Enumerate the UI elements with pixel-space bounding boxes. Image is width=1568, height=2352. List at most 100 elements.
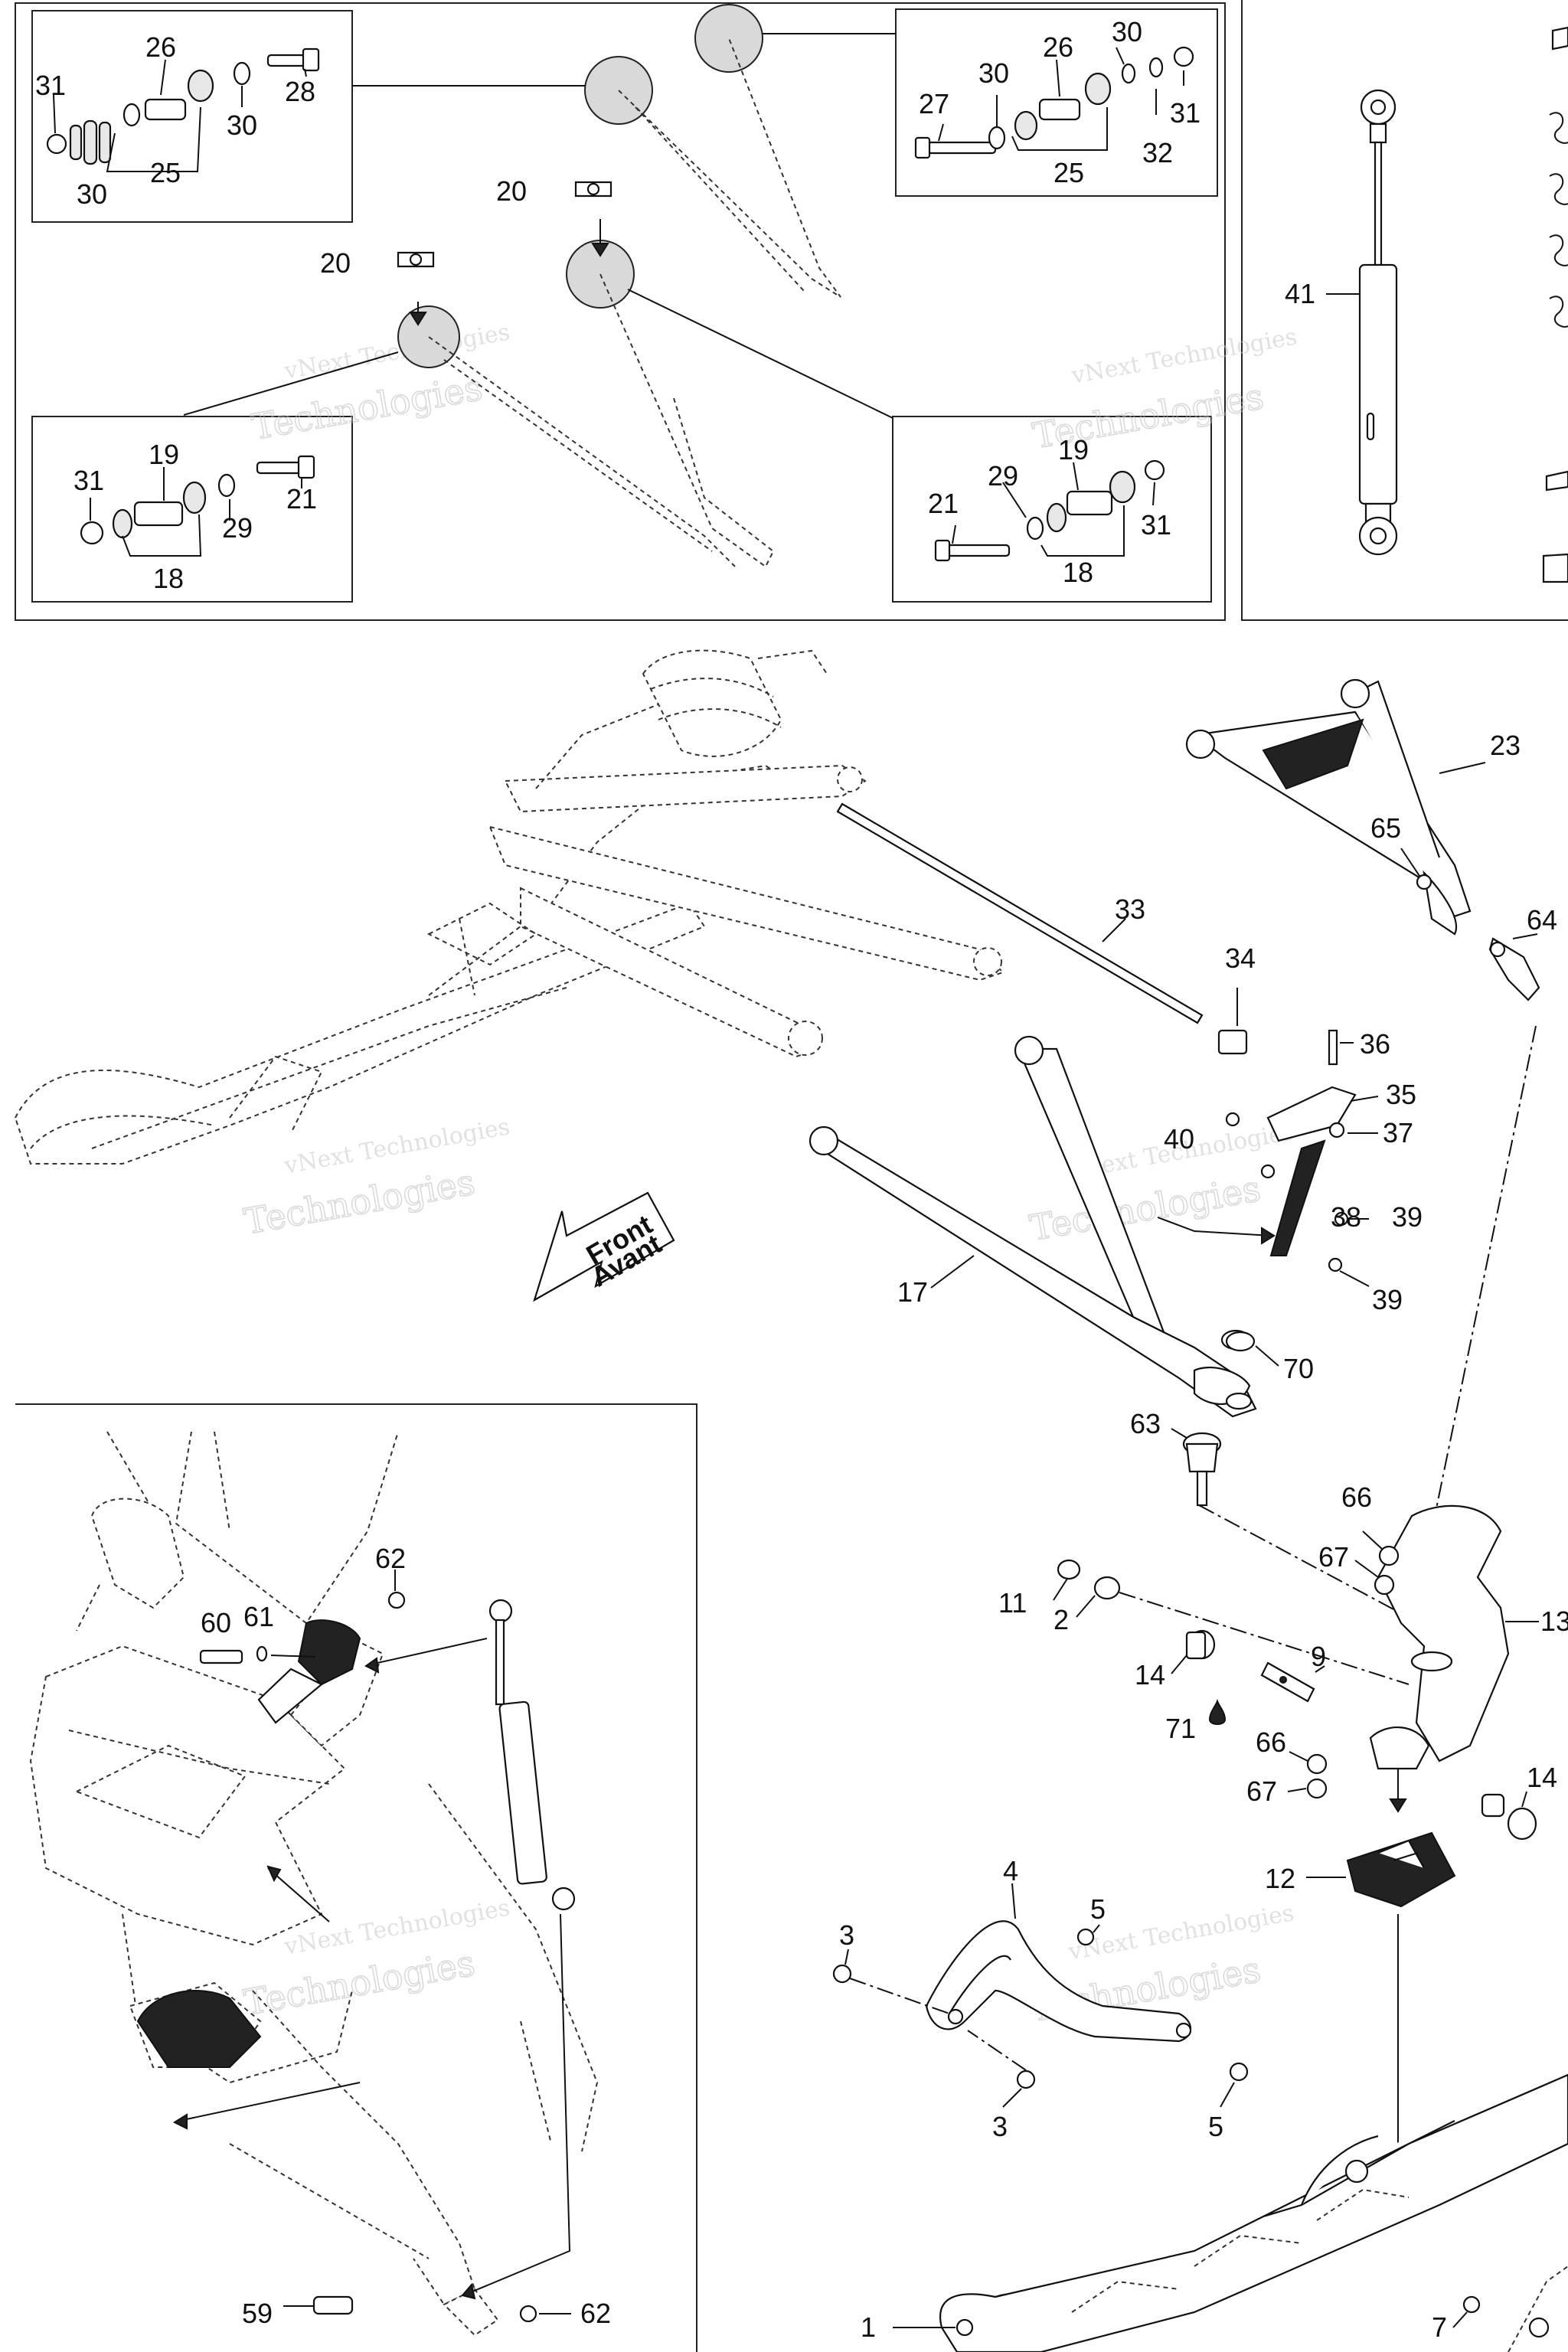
callout-9: 9: [1311, 1641, 1326, 1672]
callout-61: 61: [243, 1601, 274, 1632]
callout-66: 66: [1256, 1726, 1286, 1758]
watermark-text: Technologies: [241, 1161, 478, 1243]
callout-39: 39: [1392, 1201, 1423, 1233]
callout-21: 21: [286, 483, 317, 514]
callout-3: 3: [992, 2111, 1008, 2142]
callout-23: 23: [1490, 730, 1521, 761]
frame-bracket-upper: [257, 1619, 361, 1724]
bushing-stack-top-left: [46, 47, 320, 172]
callout-2: 2: [1054, 1604, 1069, 1635]
callout-21: 21: [928, 488, 959, 519]
inset-bottom-left: [31, 416, 353, 603]
circlip-70: [1225, 1331, 1256, 1352]
lower-a-arm-17: [808, 1035, 1279, 1418]
callout-19: 19: [1058, 434, 1089, 466]
callout-28: 28: [285, 76, 315, 107]
chassis-ghost: [14, 649, 1004, 1165]
ball-joint-63: [1171, 1428, 1222, 1507]
ski-1: [893, 2073, 1568, 2352]
callout-14: 14: [1527, 1762, 1557, 1793]
panel-frames: [15, 0, 1568, 2352]
callout-29: 29: [988, 460, 1018, 492]
callout-66: 66: [1341, 1481, 1372, 1513]
upper-arm-ghost: [618, 38, 841, 298]
washer-20-upper: [574, 181, 612, 198]
tie-rod-33: [836, 802, 1204, 1024]
callout-25: 25: [150, 157, 181, 188]
bushing-stack-bottom-left: [80, 455, 315, 557]
callout-34: 34: [1225, 942, 1256, 974]
callout-37: 37: [1383, 1117, 1413, 1148]
callout-40: 40: [1164, 1123, 1194, 1155]
spindle-13: [1198, 1025, 1539, 1813]
callout-20: 20: [496, 175, 527, 207]
callout-18: 18: [1063, 557, 1093, 588]
callout-12: 12: [1265, 1863, 1295, 1894]
callout-67: 67: [1318, 1541, 1349, 1573]
callout-26: 26: [1043, 31, 1073, 63]
top-a-arm-ghost: [183, 4, 896, 568]
callout-5: 5: [1208, 2111, 1223, 2142]
callout-13: 13: [1540, 1606, 1568, 1637]
lower-arm-ghost: [599, 273, 775, 568]
watermark-text: Technologies: [249, 367, 485, 448]
callout-31: 31: [1141, 509, 1171, 541]
shock-absorber-41: [1326, 89, 1398, 556]
callout-5: 5: [1090, 1893, 1106, 1925]
callout-64: 64: [1527, 904, 1557, 936]
callout-39: 39: [1372, 1284, 1403, 1315]
washer-20-lower: [397, 251, 435, 268]
callout-14: 14: [1135, 1659, 1165, 1690]
callout-1: 1: [861, 2311, 876, 2343]
callout-25: 25: [1054, 157, 1084, 188]
wear-pad-12: [1306, 1831, 1456, 2207]
callout-27: 27: [919, 88, 949, 119]
callout-11: 11: [998, 1587, 1027, 1619]
callout-59: 59: [242, 2298, 273, 2329]
frame-bracket-lower: [136, 1990, 262, 2068]
callout-67: 67: [1246, 1775, 1277, 1807]
callout-30: 30: [227, 109, 257, 141]
watermarks: vNext Technologies Technologies vNext Te…: [240, 318, 1299, 2030]
bushing-stack-bottom-right: [934, 459, 1165, 562]
spring-partial: [1542, 26, 1568, 583]
callout-32: 32: [1142, 137, 1173, 168]
shock-detail-frame: [1241, 0, 1568, 621]
bushing-stack-top-right: [914, 46, 1194, 159]
callout-60: 60: [201, 1607, 231, 1638]
callout-17: 17: [897, 1276, 928, 1308]
callout-20: 20: [320, 247, 351, 279]
callout-41: 41: [1285, 278, 1315, 309]
callout-70: 70: [1283, 1353, 1314, 1384]
callout-30: 30: [978, 57, 1009, 89]
callout-4: 4: [1003, 1855, 1018, 1886]
frame-detail-frame: [15, 1403, 697, 2352]
callout-30: 30: [77, 178, 107, 210]
callout-3: 3: [839, 1919, 854, 1951]
watermark-text: Technologies: [241, 1942, 478, 2024]
highlight-circle: [694, 4, 763, 73]
watermark-text: Technologies: [1027, 1168, 1263, 1249]
callout-31: 31: [35, 70, 66, 101]
callout-33: 33: [1115, 893, 1145, 925]
upper-a-arm-23: [1185, 678, 1540, 1001]
inset-bottom-right: [892, 416, 1212, 603]
callout-35: 35: [1386, 1079, 1416, 1110]
callout-7: 7: [1432, 2311, 1447, 2343]
callout-62: 62: [580, 2298, 611, 2329]
spindle-bolt-group: [1053, 1559, 1537, 1841]
ski-leg-4: [832, 1883, 1249, 2108]
callout-18: 18: [153, 563, 184, 594]
callout-63: 63: [1130, 1408, 1161, 1439]
callout-36: 36: [1360, 1028, 1390, 1060]
watermark-text: vNext Technologies: [282, 1113, 512, 1179]
front-direction-arrow: Front Avant: [533, 1191, 675, 1302]
callout-71: 71: [1165, 1713, 1196, 1744]
callout-30: 30: [1112, 16, 1142, 47]
callout-19: 19: [149, 439, 179, 470]
callout-labels: 31 26 28 30 30 25 30 26 30 27 31 32 25 2…: [35, 16, 1568, 2343]
callout-65: 65: [1370, 812, 1401, 844]
callout-26: 26: [145, 31, 176, 63]
bushing-detail-frame: [15, 2, 1226, 621]
